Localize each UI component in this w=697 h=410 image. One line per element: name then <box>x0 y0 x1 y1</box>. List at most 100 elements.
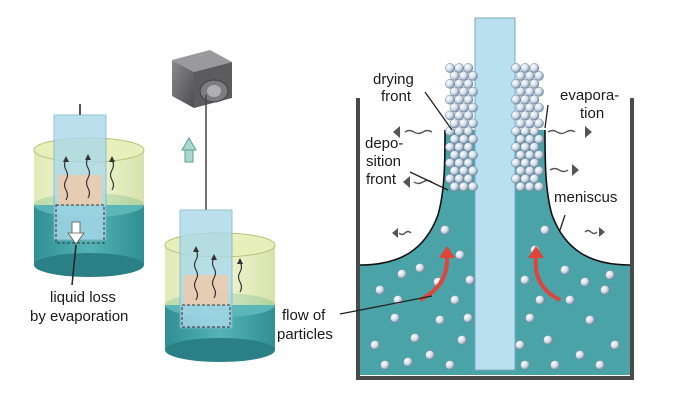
particle <box>520 78 531 89</box>
particle <box>511 78 521 89</box>
particle <box>515 181 526 192</box>
particle <box>520 360 530 370</box>
particle <box>520 158 531 168</box>
particle <box>515 150 526 160</box>
particle <box>454 126 465 137</box>
particle <box>534 86 544 97</box>
particle <box>440 225 450 235</box>
particles <box>370 63 620 370</box>
particle <box>435 315 445 325</box>
particle <box>511 94 521 105</box>
particle <box>454 94 465 105</box>
substrate-plate <box>474 17 516 371</box>
particle <box>458 102 469 113</box>
particle <box>511 158 521 168</box>
particle <box>449 102 460 113</box>
evaporation-squiggles <box>398 129 598 236</box>
particle <box>380 360 390 370</box>
particle <box>454 110 465 121</box>
particle <box>445 63 455 73</box>
particle <box>410 333 420 343</box>
flow-of-particles-label-1: flow of <box>282 307 326 324</box>
particle <box>445 94 455 105</box>
particle <box>534 102 544 113</box>
particle <box>610 340 620 350</box>
particle <box>445 142 455 152</box>
particle <box>463 94 474 105</box>
particle <box>449 118 460 129</box>
particle <box>370 340 380 350</box>
particle <box>515 340 525 350</box>
particle <box>454 173 465 184</box>
particle <box>463 110 474 121</box>
particle <box>457 335 467 345</box>
particle <box>524 118 535 129</box>
particle <box>449 181 460 192</box>
left-dip-cylinder <box>33 104 145 286</box>
liquid-loss-label-2: by evaporation <box>30 308 128 325</box>
particle <box>458 71 469 81</box>
particle <box>534 166 544 176</box>
particle <box>534 71 544 81</box>
particle <box>524 181 535 192</box>
particle <box>468 181 478 192</box>
particle <box>463 126 474 137</box>
drying-front-label-1: drying <box>373 71 414 88</box>
up-arrow-icon <box>181 137 197 163</box>
middle-dip-cylinder <box>164 209 276 362</box>
meniscus-label: meniscus <box>554 189 617 206</box>
particle <box>529 158 540 168</box>
particle <box>520 110 531 121</box>
particle <box>445 360 455 370</box>
deposition-front-label-2: sition <box>366 153 401 170</box>
drying-front-label-2: front <box>381 88 412 105</box>
particle <box>515 86 526 97</box>
particle <box>468 102 478 113</box>
particle <box>454 78 465 89</box>
motor-icon <box>172 50 232 108</box>
down-arrow-icon <box>67 221 85 245</box>
particle <box>520 142 531 152</box>
particle <box>458 118 469 129</box>
particle <box>560 265 570 275</box>
particle <box>529 110 540 121</box>
particle <box>397 269 407 279</box>
particle <box>463 142 474 152</box>
particle <box>445 78 455 89</box>
particle <box>520 275 530 285</box>
particle <box>449 86 460 97</box>
particle <box>529 142 540 152</box>
particle <box>515 166 526 176</box>
particle <box>449 166 460 176</box>
particle <box>524 71 535 81</box>
particle <box>463 63 474 73</box>
particle <box>600 285 610 295</box>
particle <box>449 134 460 145</box>
particle <box>454 142 465 152</box>
particle <box>529 173 540 184</box>
pointer-lines <box>339 91 566 315</box>
particle <box>449 71 460 81</box>
particle <box>468 134 478 145</box>
particle <box>580 277 590 287</box>
particle <box>543 335 553 345</box>
particle <box>468 118 478 129</box>
evaporation-label-1: evapora- <box>560 87 619 104</box>
particle <box>463 78 474 89</box>
particle <box>524 102 535 113</box>
particle <box>511 63 521 73</box>
particle <box>468 166 478 176</box>
particle <box>450 295 460 305</box>
flow-of-particles-label-2: particles <box>277 326 333 343</box>
particle <box>529 63 540 73</box>
particle <box>515 102 526 113</box>
particle <box>403 357 413 367</box>
particle <box>534 134 544 145</box>
particle <box>468 71 478 81</box>
particle <box>534 118 544 129</box>
particle <box>458 166 469 176</box>
particle <box>540 225 550 235</box>
particle <box>463 313 473 323</box>
particle <box>524 150 535 160</box>
